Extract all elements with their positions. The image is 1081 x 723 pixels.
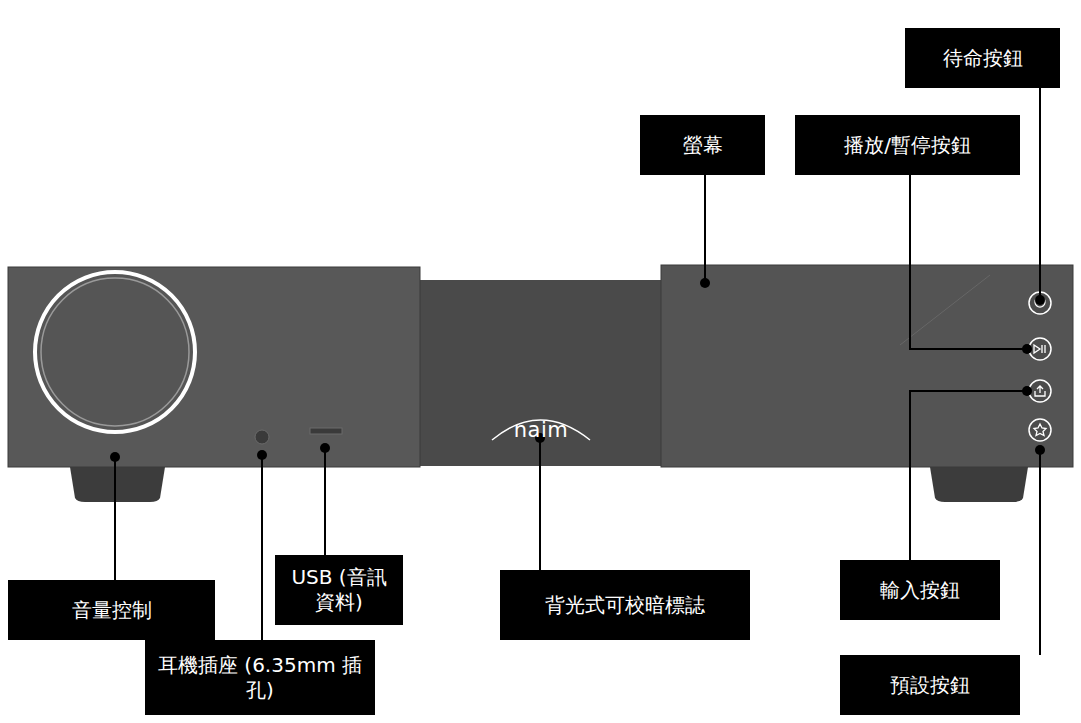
callout-label: 螢幕 [683,133,723,158]
callout-box: 螢幕 [640,115,765,175]
callout-box: 音量控制 [8,580,215,640]
callout-label: 輸入按鈕 [880,578,960,603]
callout-box: 耳機插座 (6.35mm 插孔) [145,640,375,715]
callout-box: 輸入按鈕 [840,560,1000,620]
callout-label: 預設按鈕 [890,673,970,698]
callout-box: 播放/暫停按鈕 [795,115,1020,175]
callout-label: 播放/暫停按鈕 [844,133,971,158]
callout-label: 待命按鈕 [943,46,1023,71]
brand-logo: naim [514,418,568,442]
callout-label: USB (音訊資料) [285,565,393,615]
callout-label: 音量控制 [72,598,152,623]
callout-label: 耳機插座 (6.35mm 插孔) [155,653,365,703]
callout-box: 待命按鈕 [905,28,1060,88]
callout-label: 背光式可校暗標誌 [545,593,705,618]
callout-box: 背光式可校暗標誌 [500,570,750,640]
callout-box: USB (音訊資料) [275,555,403,625]
callout-box: 預設按鈕 [840,655,1020,715]
